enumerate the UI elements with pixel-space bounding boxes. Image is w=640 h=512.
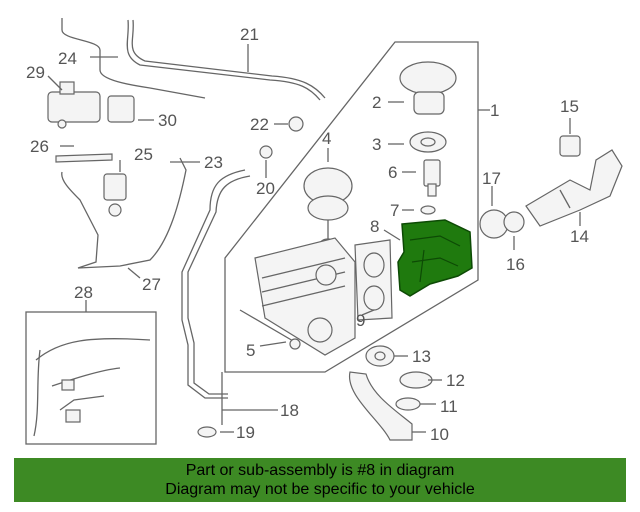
callout-17: 17 <box>482 169 501 188</box>
inset-28-box <box>25 311 157 445</box>
sensor-6 <box>423 159 441 197</box>
parts-diagram: 1 2 3 4 5 6 7 8 9 10 11 12 13 14 15 16 1… <box>25 18 623 445</box>
callout-21: 21 <box>240 25 259 44</box>
gasket-15 <box>559 135 581 157</box>
callout-24: 24 <box>58 49 77 68</box>
callout-19: 19 <box>236 423 255 442</box>
callout-23: 23 <box>204 153 223 172</box>
callout-7: 7 <box>390 201 399 220</box>
bracket-26 <box>55 153 113 163</box>
gasket-3 <box>409 131 447 153</box>
callout-8: 8 <box>370 217 379 236</box>
pipe-18 <box>181 169 246 399</box>
callout-3: 3 <box>372 135 381 154</box>
gasket-11 <box>395 397 421 411</box>
callout-1: 1 <box>490 101 499 120</box>
banner-line-1: Part or sub-assembly is #8 in diagram <box>185 462 455 479</box>
callout-11: 11 <box>440 397 458 416</box>
clamp-20 <box>259 145 273 159</box>
callout-28: 28 <box>74 283 93 302</box>
gasket-9 <box>354 239 393 321</box>
egr-valve-housing-8 <box>397 219 473 297</box>
vacuum-actuator-4 <box>303 167 353 250</box>
callout-6: 6 <box>388 163 397 182</box>
callout-27: 27 <box>142 275 161 294</box>
pipe-14 <box>525 149 623 227</box>
callout-4: 4 <box>322 129 331 148</box>
callout-12: 12 <box>446 371 465 390</box>
callout-2: 2 <box>372 93 381 112</box>
pipe-10 <box>349 371 413 441</box>
callout-9: 9 <box>356 311 365 330</box>
callout-15: 15 <box>560 97 579 116</box>
callout-14: 14 <box>570 227 589 246</box>
hose-21 <box>126 19 321 101</box>
egr-cooler-5 <box>254 237 356 356</box>
actuator-2 <box>399 61 457 115</box>
valve-25 <box>103 173 127 217</box>
o-ring-7 <box>420 205 436 215</box>
callout-16: 16 <box>506 255 525 274</box>
callout-10: 10 <box>430 425 449 444</box>
pipe-24 <box>61 18 206 99</box>
callout-20: 20 <box>256 179 275 198</box>
callout-18: 18 <box>280 401 299 420</box>
callout-26: 26 <box>30 137 49 156</box>
gasket-13 <box>365 345 395 367</box>
washer-19 <box>197 426 217 438</box>
gasket-16 <box>503 211 525 233</box>
callout-22: 22 <box>250 115 269 134</box>
callout-25: 25 <box>134 145 153 164</box>
callout-29: 29 <box>26 63 45 82</box>
valve-29 <box>47 81 101 129</box>
callout-5: 5 <box>246 341 255 360</box>
callout-13: 13 <box>412 347 431 366</box>
clamp-22 <box>288 116 304 132</box>
part-info-banner: Part or sub-assembly is #8 in diagram Di… <box>14 458 626 502</box>
banner-line-2: Diagram may not be specific to your vehi… <box>165 481 475 498</box>
clamp-12 <box>399 371 433 389</box>
pipe-27 <box>61 157 187 269</box>
sensor-30 <box>107 95 135 123</box>
assembly-1-outline <box>224 41 479 373</box>
callout-30: 30 <box>158 111 177 130</box>
